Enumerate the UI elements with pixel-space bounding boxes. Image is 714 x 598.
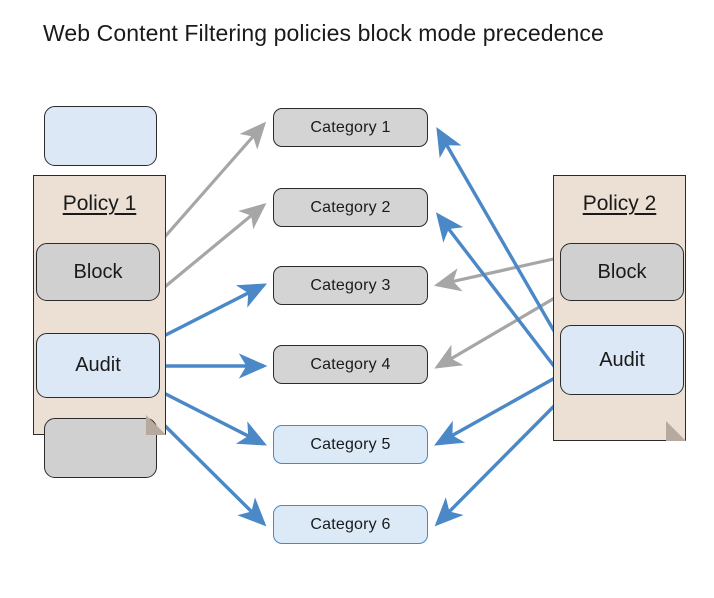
category-box-1[interactable]: Category 1	[273, 108, 428, 147]
arrow-policy2-audit-to-category5	[434, 372, 563, 446]
category-box-4[interactable]: Category 4	[273, 345, 428, 384]
policy-1-audit-box[interactable]: Audit	[36, 333, 160, 398]
category-box-6[interactable]: Category 6	[273, 505, 428, 544]
category-box-3[interactable]: Category 3	[273, 266, 428, 305]
arrow-policy1-block-to-category1	[153, 121, 267, 250]
policy-2-block-label: Block	[597, 260, 647, 283]
page-fold-corner	[666, 421, 686, 441]
page-fold-corner	[146, 415, 166, 435]
arrow-policy2-audit-to-category6	[434, 386, 574, 527]
category-label: Category 1	[310, 118, 391, 136]
policy-1-block-box[interactable]: Block	[36, 243, 160, 301]
page-title: Web Content Filtering policies block mod…	[43, 20, 604, 46]
policy-2-audit-box[interactable]: Audit	[560, 325, 684, 395]
policy-title: Policy 1	[62, 192, 137, 215]
category-label: Category 2	[310, 198, 391, 216]
policy-title: Policy 2	[582, 192, 657, 215]
arrow-policy2-block-to-category3	[433, 256, 559, 292]
policy-2-block-box[interactable]: Block	[560, 243, 684, 301]
category-label: Category 5	[310, 435, 391, 453]
policy-1-mode-block[interactable]	[44, 418, 157, 478]
category-box-5[interactable]: Category 5	[273, 425, 428, 464]
policy-2-audit-label: Audit	[599, 348, 645, 371]
category-label: Category 4	[310, 355, 391, 373]
arrow-policy2-audit-to-category2	[435, 212, 562, 376]
category-label: Category 6	[310, 515, 391, 533]
arrow-policy1-block-to-category2	[153, 202, 267, 297]
arrow-policy2-block-to-category4	[434, 294, 559, 369]
category-label: Category 3	[310, 276, 391, 294]
policy-card-policy-2[interactable]: Policy 2	[553, 175, 686, 441]
policy-1-audit-label: Audit	[75, 354, 121, 376]
arrow-policy2-audit-to-category1	[436, 127, 567, 351]
category-box-2[interactable]: Category 2	[273, 188, 428, 227]
policy-1-mode-audit[interactable]	[44, 106, 157, 166]
policy-1-block-label: Block	[73, 260, 123, 283]
